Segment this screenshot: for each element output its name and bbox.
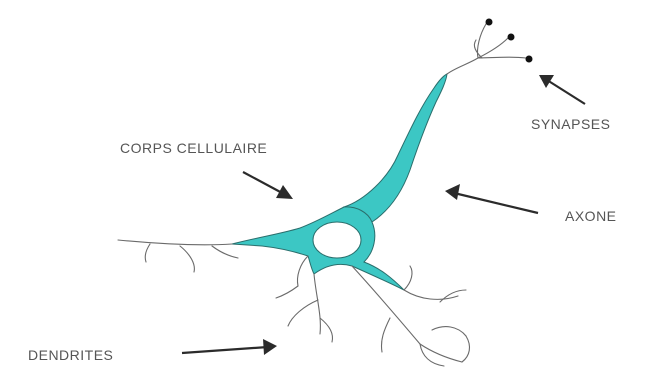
synapse-knob: [486, 19, 493, 26]
label-axon: AXONE: [565, 208, 617, 224]
dendrites: [118, 240, 469, 366]
neuron-body-group: [232, 74, 447, 290]
arrow-synapses: [539, 75, 585, 104]
synapse-knob: [508, 34, 515, 41]
label-dendrites: DENDRITES: [28, 347, 113, 363]
arrows: [182, 75, 585, 355]
label-synapses: SYNAPSES: [531, 116, 610, 132]
synapse-knob: [526, 56, 533, 63]
axon-shaft: [344, 74, 447, 222]
arrow-dendrites: [182, 339, 277, 355]
arrow-cell-body: [243, 172, 293, 199]
axon-terminals: [447, 19, 533, 75]
arrow-axon: [445, 184, 538, 213]
nucleus: [313, 222, 361, 258]
label-cell-body: CORPS CELLULAIRE: [120, 140, 267, 156]
